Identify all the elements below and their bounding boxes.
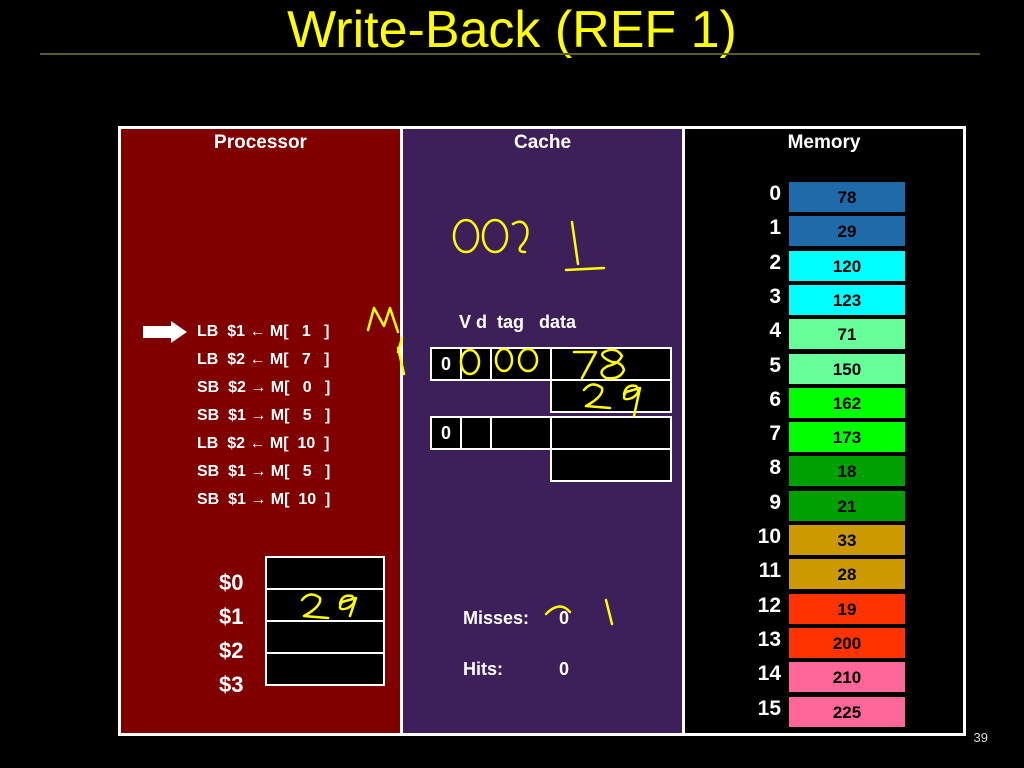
memory-address: 9	[769, 490, 781, 514]
memory-address: 10	[757, 525, 781, 548]
instruction-line: SB $1 → M[ 5 ]	[197, 463, 331, 480]
processor-header: Processor	[214, 132, 307, 153]
title-divider	[40, 53, 980, 55]
instruction-line: LB $2 ← M[ 10 ]	[197, 435, 330, 452]
memory-panel: Memory 0 78 1 29 2 120 3 123 4 71 5 150 6 162 7 173 8 18 9…	[685, 129, 963, 733]
cache-data-word	[550, 347, 672, 381]
memory-value: 200	[789, 627, 905, 658]
memory-address: 7	[769, 422, 781, 446]
misses-value: 0	[559, 608, 570, 628]
cache-tag	[490, 416, 552, 450]
memory-address: 11	[758, 559, 781, 583]
memory-address: 13	[757, 627, 781, 651]
memory-header: Memory	[787, 132, 861, 153]
memory-address: 14	[757, 662, 781, 686]
memory-value: 21	[789, 490, 905, 521]
page-number: 39	[973, 730, 988, 745]
misses-label: Misses:	[463, 608, 530, 628]
instruction-line: SB $1 → M[ 10 ]	[197, 491, 331, 508]
cache-dirty-bit	[460, 347, 492, 381]
memory-value: 33	[789, 525, 905, 555]
cache-tag	[490, 347, 552, 381]
cache-panel: Cache V d tag data 0 0	[403, 129, 685, 733]
memory-address: 12	[757, 593, 781, 617]
simulation-frame: Processor LB $1 ← M[ 1 ] LB $2 ← M[ 7 ] …	[118, 126, 966, 736]
cache-column-headers: V d tag data	[459, 312, 577, 332]
misses-stat: Misses: 0	[463, 608, 569, 629]
instruction-line: LB $1 ← M[ 1 ]	[197, 323, 330, 340]
memory-value: 210	[789, 662, 905, 693]
register-label: $3	[219, 672, 244, 697]
memory-address: 2	[769, 250, 781, 274]
register-label: $1	[219, 604, 244, 629]
instruction-line: LB $2 ← M[ 7 ]	[197, 351, 330, 368]
hits-stat: Hits: 0	[463, 659, 569, 680]
memory-value: 19	[789, 593, 905, 624]
memory-value: 71	[789, 319, 905, 350]
register-cell	[265, 652, 385, 686]
memory-value: 78	[789, 182, 905, 212]
cache-data-word	[550, 448, 672, 482]
cache-data-word	[550, 379, 672, 413]
register-labels: $0 $1 $2 $3	[219, 566, 243, 702]
memory-address: 15	[757, 696, 781, 720]
memory-address: 6	[769, 387, 781, 411]
instruction-list: LB $1 ← M[ 1 ] LB $2 ← M[ 7 ] SB $2 → M[…	[197, 318, 330, 514]
memory-address: 1	[769, 216, 781, 240]
register-cell	[265, 556, 385, 590]
instruction-line: SB $1 → M[ 5 ]	[197, 407, 331, 424]
memory-value: 18	[789, 456, 905, 487]
cache-header: Cache	[513, 132, 572, 153]
program-counter-arrow-icon	[143, 321, 187, 343]
cache-valid-bit: 0	[430, 416, 462, 450]
register-label: $2	[219, 638, 244, 663]
memory-value: 225	[789, 696, 905, 727]
memory-value: 173	[789, 422, 905, 453]
register-cell	[265, 620, 385, 654]
register-cell	[265, 588, 385, 622]
hits-label: Hits:	[463, 659, 503, 679]
hits-value: 0	[559, 659, 570, 679]
memory-address: 8	[769, 456, 781, 480]
cache-dirty-bit	[460, 416, 492, 450]
memory-value: 150	[789, 353, 905, 384]
memory-value: 120	[789, 250, 905, 281]
memory-address: 5	[769, 353, 781, 377]
slide-title: Write-Back (REF 1)	[287, 1, 737, 59]
memory-address: 4	[769, 319, 781, 343]
cache-data-word	[550, 416, 672, 450]
memory-address: 0	[769, 182, 781, 205]
register-label: $0	[219, 570, 244, 595]
memory-value: 29	[789, 216, 905, 247]
memory-address: 3	[769, 284, 781, 308]
memory-value: 123	[789, 284, 905, 315]
register-file	[265, 556, 385, 686]
cache-valid-bit: 0	[430, 347, 462, 381]
memory-value: 28	[789, 559, 905, 590]
processor-panel: Processor LB $1 ← M[ 1 ] LB $2 ← M[ 7 ] …	[121, 129, 403, 733]
instruction-line: SB $2 → M[ 0 ]	[197, 379, 331, 396]
memory-value: 162	[789, 387, 905, 418]
